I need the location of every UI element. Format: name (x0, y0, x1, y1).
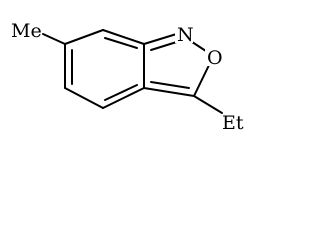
bond-c3a-c4 (102, 87, 145, 109)
ethyl-group-label: Et (222, 112, 244, 134)
bond-c7-c7a (102, 29, 145, 45)
bond-c4-c5 (64, 87, 104, 109)
bond-o-c3 (193, 60, 212, 97)
oxygen-label-background (205, 47, 224, 66)
nitrogen-label-background (175, 24, 193, 43)
methyl-group-label: Me (11, 20, 42, 42)
nitrogen-atom-label: N (177, 24, 194, 46)
bond-c3-ethyl (193, 95, 223, 114)
double-bond-c7-c7a (104, 37, 138, 49)
molecular-structure-diagram: N O Me Et (11, 20, 244, 134)
bond-c3-c3a (143, 87, 195, 97)
bond-layer (42, 29, 223, 114)
oxygen-atom-label: O (207, 47, 223, 69)
atom-label-layer: N O Me Et (11, 20, 244, 134)
bond-c6-methyl (42, 33, 66, 45)
bond-c6-c7 (64, 29, 104, 45)
double-bond-c3-c3a (150, 81, 190, 89)
double-bond-c3a-c4 (104, 84, 138, 101)
